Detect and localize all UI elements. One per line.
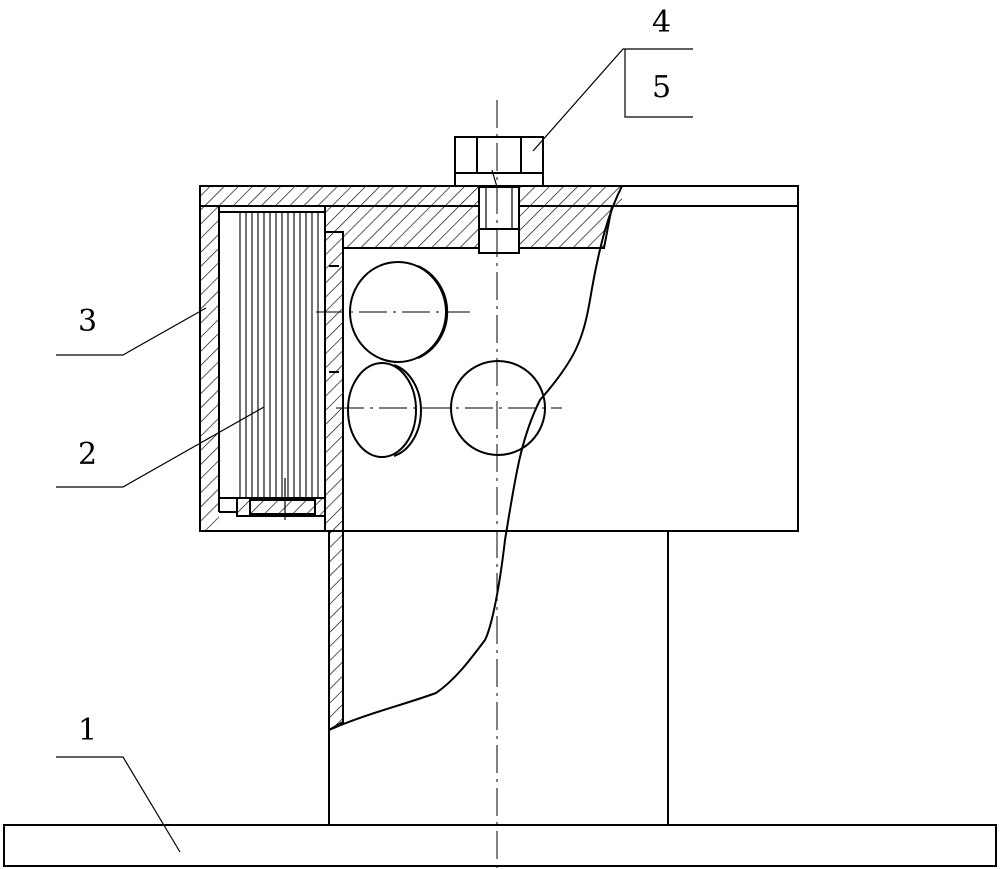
top-plate-hatch [201,187,622,205]
side-cover-hatch [201,206,219,530]
rollers [316,261,562,458]
callout-4: 4 [652,5,671,40]
callout-5: 5 [652,70,671,105]
base-plate [3,824,997,867]
callout-2: 2 [78,437,97,472]
break-line [328,185,623,731]
partition-wall-hatch [324,231,344,732]
support-column [328,531,669,825]
callout-3: 3 [78,304,97,339]
hex-bolt [454,136,544,254]
callout-1: 1 [78,713,97,748]
inner-plate-hatch [324,205,614,249]
stack-base-block [236,497,326,517]
leader-lines [56,48,693,853]
laminated-stack [218,211,326,499]
